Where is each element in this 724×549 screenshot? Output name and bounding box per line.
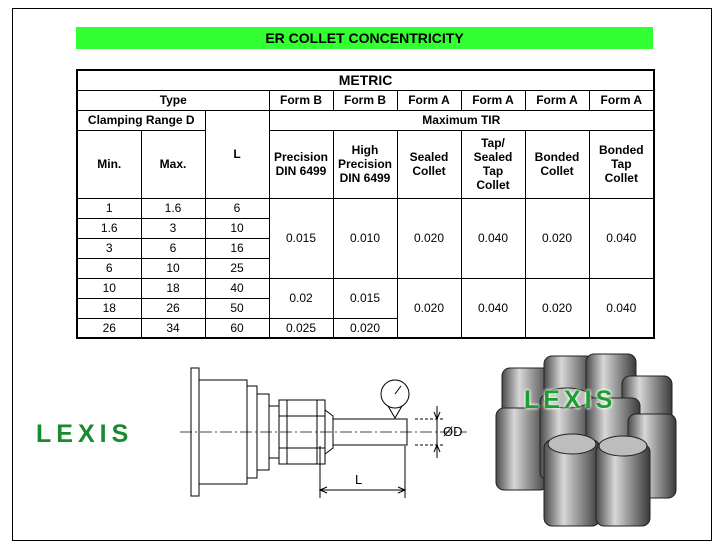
max-cell: 1.6 — [140, 197, 206, 219]
form-header: Form B — [268, 89, 334, 111]
page-title-banner: ER COLLET CONCENTRICITY — [76, 27, 653, 49]
min-cell: 6 — [76, 257, 142, 279]
table-row: 1 1.6 6 0.015 0.010 0.020 0.040 0.020 0.… — [76, 197, 655, 279]
tir-cell: 0.015 — [332, 277, 398, 319]
form-header: Form A — [460, 89, 526, 111]
tir-cell: 0.015 — [268, 197, 334, 279]
min-cell: 1 — [76, 197, 142, 219]
form-header: Form B — [332, 89, 398, 111]
collet-type-header: Bonded Tap Collet — [588, 129, 655, 199]
tir-cell: 0.040 — [588, 277, 655, 339]
tir-cell: 0.040 — [588, 197, 655, 279]
collet-type-header: Tap/ Sealed Tap Collet — [460, 129, 526, 199]
length-cell: 50 — [204, 297, 270, 319]
tir-cell: 0.040 — [460, 197, 526, 279]
length-header: L — [204, 109, 270, 199]
table-row: 10 18 40 0.02 0.015 0.020 0.040 0.020 0.… — [76, 277, 655, 339]
lexis-logo: LEXIS — [36, 420, 134, 448]
max-cell: 26 — [140, 297, 206, 319]
form-header: Form A — [588, 89, 655, 111]
tir-cell: 0.02 — [268, 277, 334, 319]
collets-photo — [482, 348, 682, 532]
max-cell: 18 — [140, 277, 206, 299]
max-header: Max. — [140, 129, 206, 199]
collet-type-header: Bonded Collet — [524, 129, 590, 199]
metric-header: METRIC — [76, 69, 655, 91]
type-header: Type — [76, 89, 270, 111]
max-tir-header: Maximum TIR — [268, 109, 655, 131]
collet-type-header: High Precision DIN 6499 — [332, 129, 398, 199]
table-row: 3 6 16 — [76, 237, 654, 259]
tir-cell: 0.020 — [396, 277, 462, 339]
max-cell: 10 — [140, 257, 206, 279]
collet-type-header: Precision DIN 6499 — [268, 129, 334, 199]
diameter-label: ØD — [443, 424, 463, 439]
collets-illustration — [495, 353, 677, 527]
collet-spec-table: METRIC Type Form B Form B Form A Form A … — [76, 69, 656, 339]
length-cell: 60 — [204, 317, 270, 339]
max-cell: 3 — [140, 217, 206, 239]
max-cell: 34 — [140, 317, 206, 339]
max-cell: 6 — [140, 237, 206, 259]
tir-cell: 0.020 — [332, 317, 398, 339]
collet-type-header: Sealed Collet — [396, 129, 462, 199]
tir-cell: 0.025 — [268, 317, 334, 339]
lexis-logo-overlay: LEXIS — [524, 386, 617, 414]
min-cell: 26 — [76, 317, 142, 339]
min-cell: 10 — [76, 277, 142, 299]
collet-measurement-diagram: ØD L — [180, 367, 467, 498]
length-cell: 25 — [204, 257, 270, 279]
length-cell: 40 — [204, 277, 270, 299]
form-header: Form A — [396, 89, 462, 111]
tir-cell: 0.020 — [524, 277, 590, 339]
length-label: L — [355, 472, 362, 487]
min-header: Min. — [76, 129, 142, 199]
min-cell: 18 — [76, 297, 142, 319]
tir-cell: 0.020 — [524, 197, 590, 279]
length-cell: 10 — [204, 217, 270, 239]
length-cell: 6 — [204, 197, 270, 219]
length-cell: 16 — [204, 237, 270, 259]
form-header: Form A — [524, 89, 590, 111]
table-row: 26 34 60 0.025 0.020 — [76, 317, 654, 339]
min-cell: 1.6 — [76, 217, 142, 239]
clamping-range-header: Clamping Range D — [76, 109, 206, 131]
tir-cell: 0.040 — [460, 277, 526, 339]
tir-cell: 0.010 — [332, 197, 398, 279]
min-cell: 3 — [76, 237, 142, 259]
tir-cell: 0.020 — [396, 197, 462, 279]
page-frame — [12, 8, 712, 541]
